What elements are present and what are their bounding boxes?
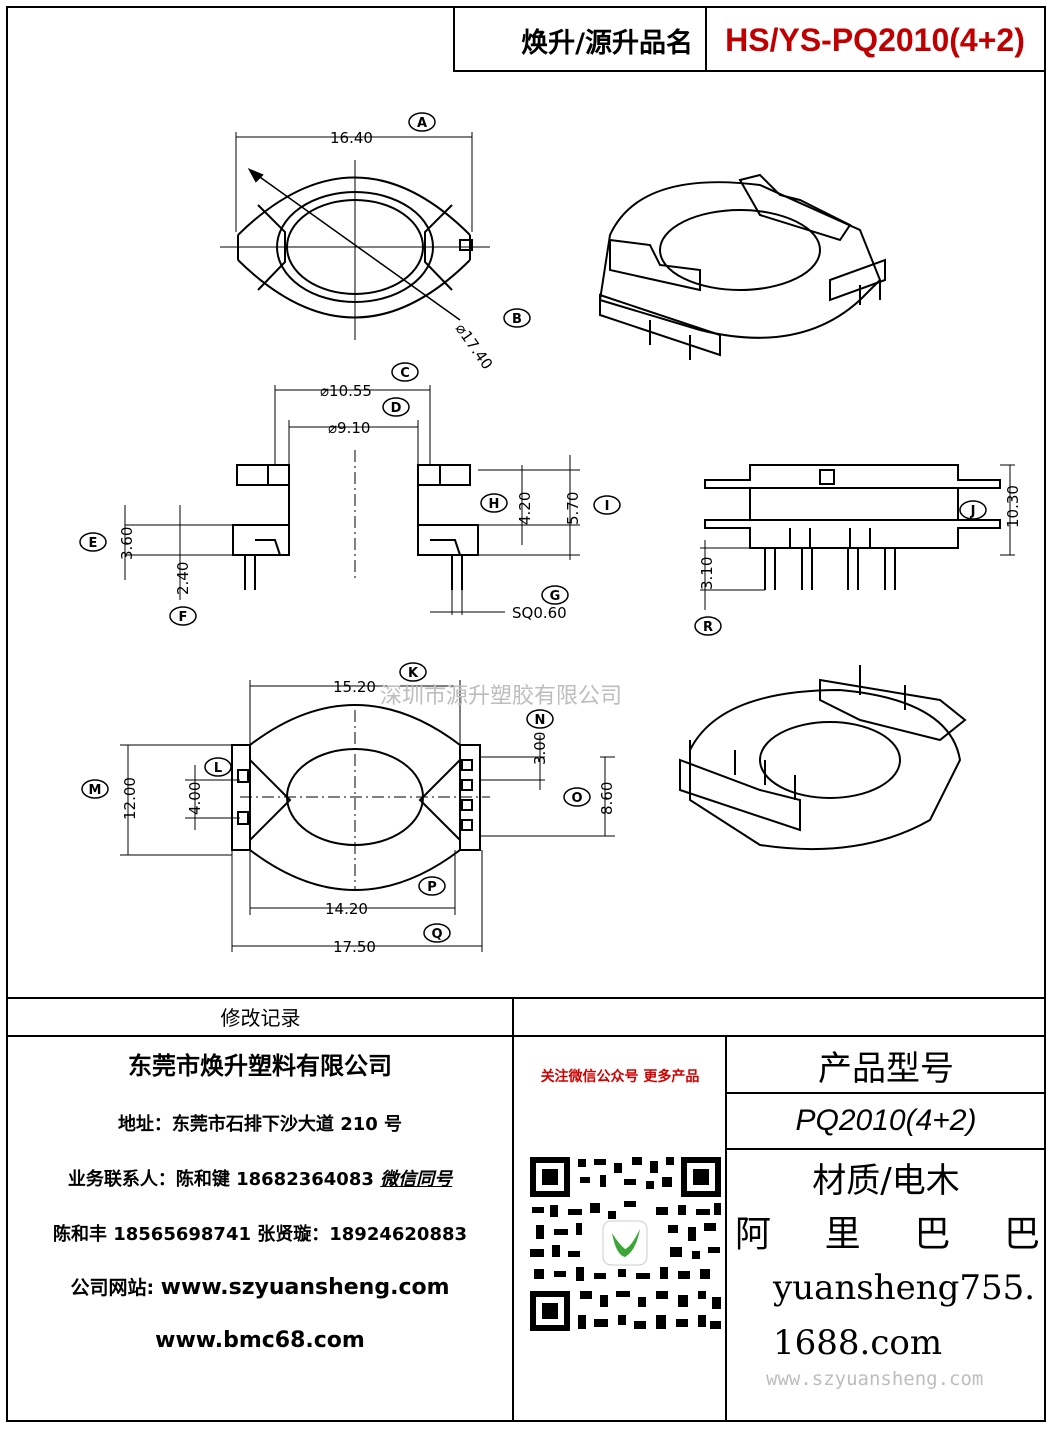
center-watermark: 深圳市源升塑胶有限公司 [380, 684, 623, 709]
dim-q-value: 17.50 [333, 938, 376, 956]
alibaba-char-4: 巴 [1003, 1214, 1040, 1255]
wechat-same-note: 微信同号 [380, 1169, 453, 1190]
dim-o-value: 8.60 [598, 782, 616, 815]
dim-h-value: 4.20 [516, 492, 534, 525]
page-frame [6, 6, 1046, 1422]
bottom-watermark: www.szyuansheng.com [766, 1368, 984, 1390]
front-view [124, 385, 580, 615]
letter-g: G [550, 589, 561, 604]
product-line-1 [725, 1092, 1045, 1094]
dim-b-value: ⌀17.40 [452, 320, 497, 373]
letter-n: N [535, 713, 546, 728]
letter-k: K [408, 666, 419, 681]
company-contact-2: 陈和丰 18565698741 张贤璇：18924620883 [52, 1224, 468, 1245]
isometric-view-1 [598, 173, 886, 360]
letter-r: R [703, 620, 713, 635]
header-divider-mid [705, 8, 707, 70]
technical-drawing: 16.40 ⌀17.40 [79, 112, 1022, 956]
letter-f: F [179, 610, 188, 625]
contact-1-text: 业务联系人：陈和键 18682364083 [67, 1169, 381, 1190]
product-type-label: 产品型号 [818, 1048, 954, 1089]
dim-d-value: ⌀9.10 [328, 419, 370, 437]
letter-b: B [512, 312, 522, 327]
revision-label: 修改记录 [220, 1005, 301, 1030]
dim-p-value: 14.20 [325, 900, 368, 918]
revision-bottom-line [7, 1035, 1045, 1037]
alibaba-char-1: 阿 [735, 1214, 772, 1255]
model-title: HS/YS-PQ2010(4+2) [725, 21, 1025, 58]
header-bottom-line [453, 70, 1045, 72]
letter-a: A [417, 116, 427, 131]
shop-url-line-1[interactable]: yuansheng755. [773, 1268, 1036, 1308]
product-material: 材质/电木 [812, 1160, 960, 1201]
alibaba-char-2: 里 [824, 1214, 861, 1255]
dim-e-value: 3.60 [118, 527, 136, 560]
top-view-1 [220, 132, 490, 340]
dim-l-value: 4.00 [186, 782, 204, 815]
letter-c: C [400, 366, 410, 381]
website-label: 公司网站: [70, 1277, 161, 1299]
letter-l: L [214, 761, 222, 776]
letter-i: I [605, 499, 610, 514]
dim-k-value: 15.20 [333, 678, 376, 696]
side-view [700, 464, 1015, 610]
shop-url-line-2[interactable]: 1688.com [773, 1323, 943, 1363]
product-type-value: PQ2010(4+2) [795, 1104, 977, 1137]
product-line-2 [725, 1148, 1045, 1150]
letter-h: H [489, 497, 500, 512]
dim-i-value: 5.70 [564, 492, 582, 525]
letter-m: M [89, 783, 102, 798]
isometric-view-2 [679, 665, 967, 851]
company-name: 东莞市焕升塑料有限公司 [128, 1052, 392, 1080]
alibaba-char-3: 巴 [914, 1214, 951, 1255]
letter-p: P [427, 880, 437, 895]
reference-letters [79, 112, 987, 943]
header-divider-left [453, 8, 455, 70]
drawing-bottom-line [7, 997, 1045, 999]
letter-o: O [571, 791, 582, 806]
qr-caption: 关注微信公众号 更多产品 [540, 1069, 700, 1085]
name-label: 焕升/源升品名 [521, 27, 693, 59]
dim-c-value: ⌀10.55 [320, 382, 372, 400]
dim-n-value: 3.00 [531, 732, 549, 765]
dim-j-value: 10.30 [1004, 485, 1022, 528]
letter-j: J [970, 504, 976, 519]
dim-r-value: 3.10 [698, 557, 716, 590]
website-link-1[interactable]: www.szyuansheng.com [160, 1275, 450, 1300]
alibaba-row: 阿 里 巴 巴 [735, 1205, 1040, 1257]
dim-a-value: 16.40 [330, 129, 373, 147]
letter-d: D [391, 401, 402, 416]
dim-m-value: 12.00 [121, 777, 139, 820]
dim-f-value: 2.40 [174, 562, 192, 595]
footer-divider-2 [725, 1035, 727, 1421]
letter-e: E [89, 536, 98, 551]
qr-code-image [528, 1155, 723, 1333]
company-address: 地址：东莞市石排下沙大道 210 号 [117, 1114, 403, 1135]
company-website-row: 公司网站: www.szyuansheng.com [10, 1273, 510, 1300]
dim-g-value: SQ0.60 [512, 604, 567, 622]
company-contact-1: 业务联系人：陈和键 18682364083 微信同号 [10, 1165, 510, 1191]
bottom-view [120, 680, 615, 952]
letter-q: Q [431, 927, 442, 942]
footer-divider-1 [512, 997, 514, 1421]
website-link-2[interactable]: www.bmc68.com [155, 1328, 365, 1353]
